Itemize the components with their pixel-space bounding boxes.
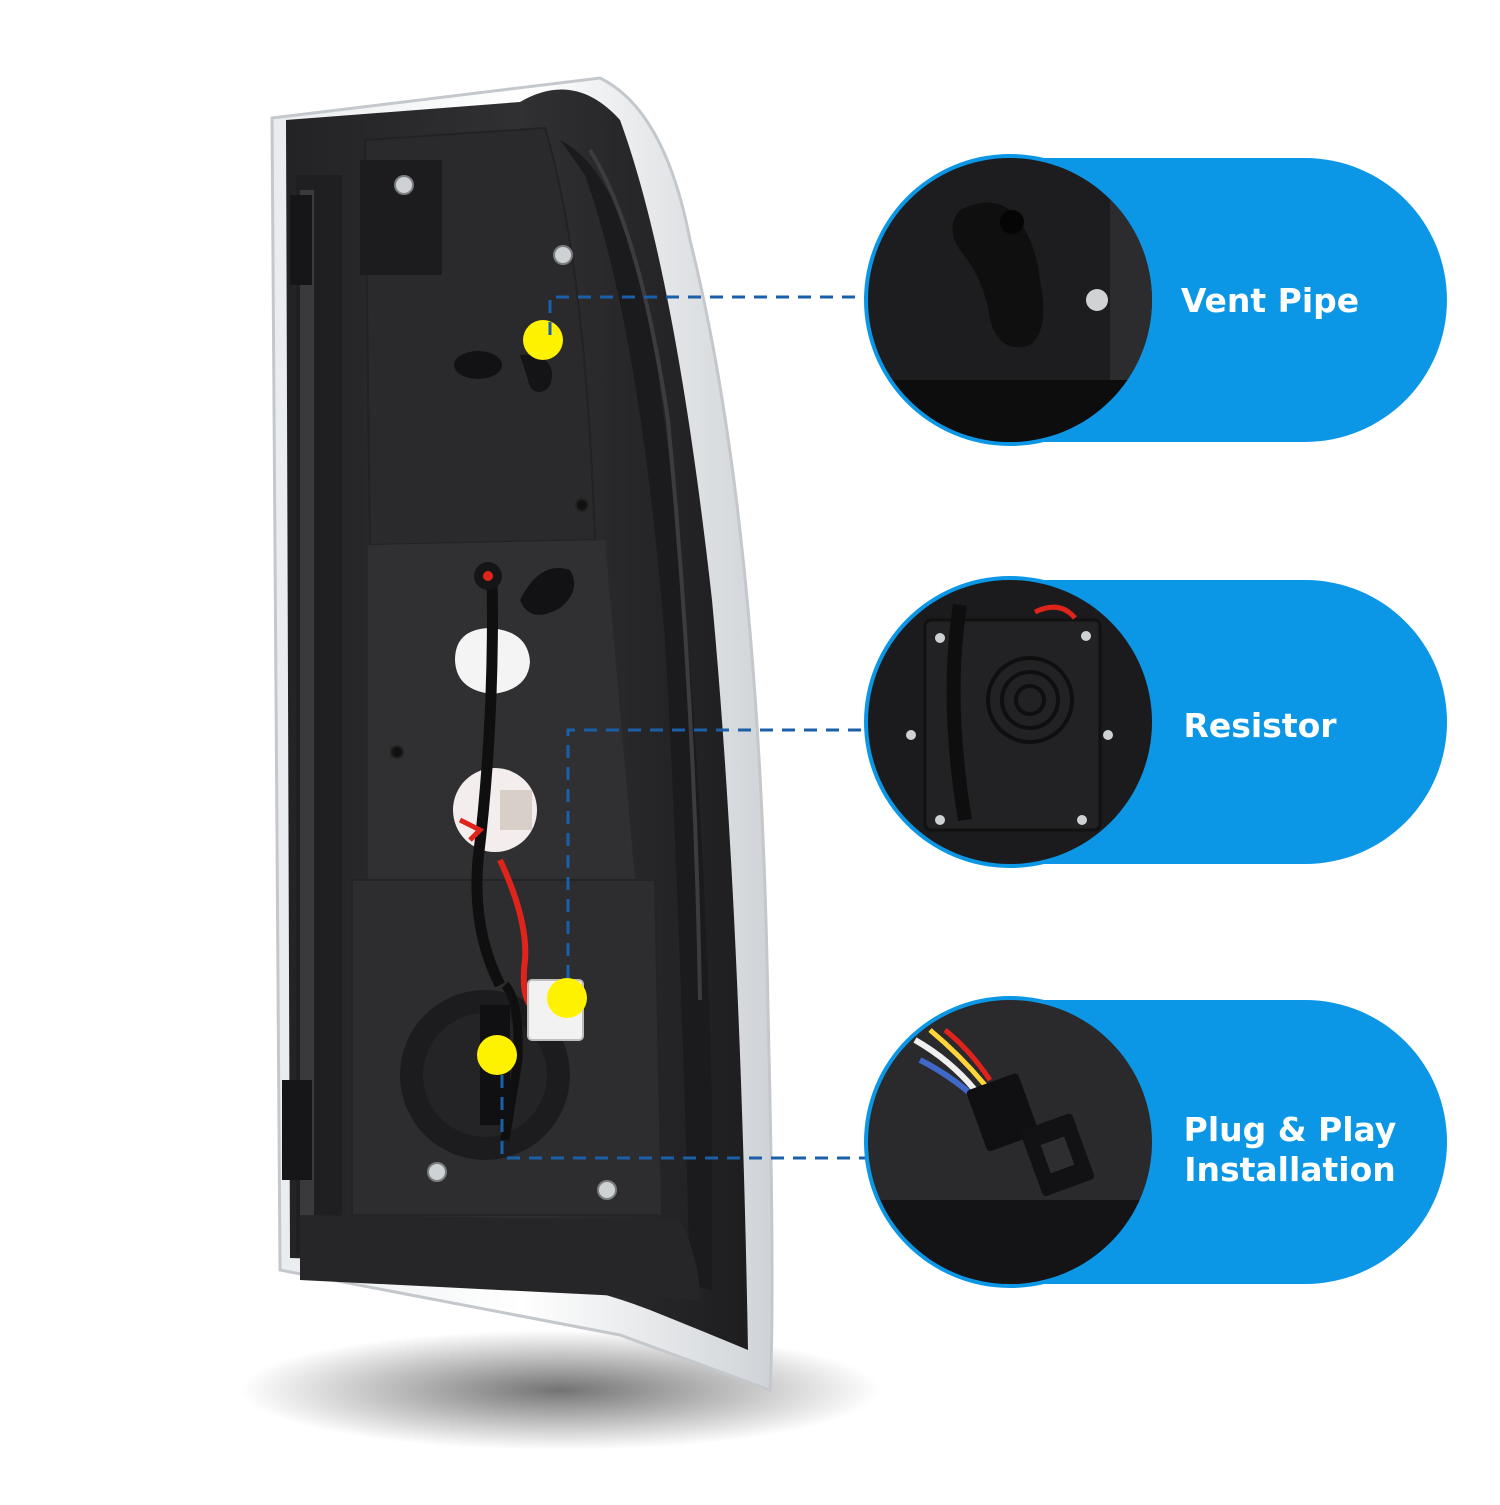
marker-plug	[477, 1035, 517, 1075]
callout-resistor	[864, 576, 1447, 868]
black-wire	[471, 574, 505, 988]
leader-lines	[500, 295, 870, 1160]
housing-rim	[560, 140, 712, 1290]
callout-label-plug-line1: Plug & Play	[1183, 1110, 1397, 1149]
vent-pipe-on-housing	[520, 354, 553, 392]
red-wire	[497, 858, 537, 1013]
callout-label-vent-pipe: Vent Pipe	[1180, 281, 1360, 320]
socket-lower	[453, 768, 537, 852]
yellow-markers	[477, 320, 587, 1075]
resistor-closeup	[868, 580, 1152, 864]
marker-vent-pipe	[523, 320, 563, 360]
callout-plug-and-play	[864, 996, 1447, 1288]
callout-label-resistor: Resistor	[1183, 706, 1337, 745]
drop-shadow	[240, 1330, 880, 1450]
screws	[390, 175, 617, 1200]
callout-vent-pipe	[864, 154, 1447, 446]
callout-label-plug-line2: Installation	[1184, 1150, 1396, 1189]
marker-resistor	[547, 978, 587, 1018]
callout-label-plug-and-play: Plug & Play Installation	[1165, 1110, 1415, 1190]
vent-grommet	[454, 351, 502, 379]
